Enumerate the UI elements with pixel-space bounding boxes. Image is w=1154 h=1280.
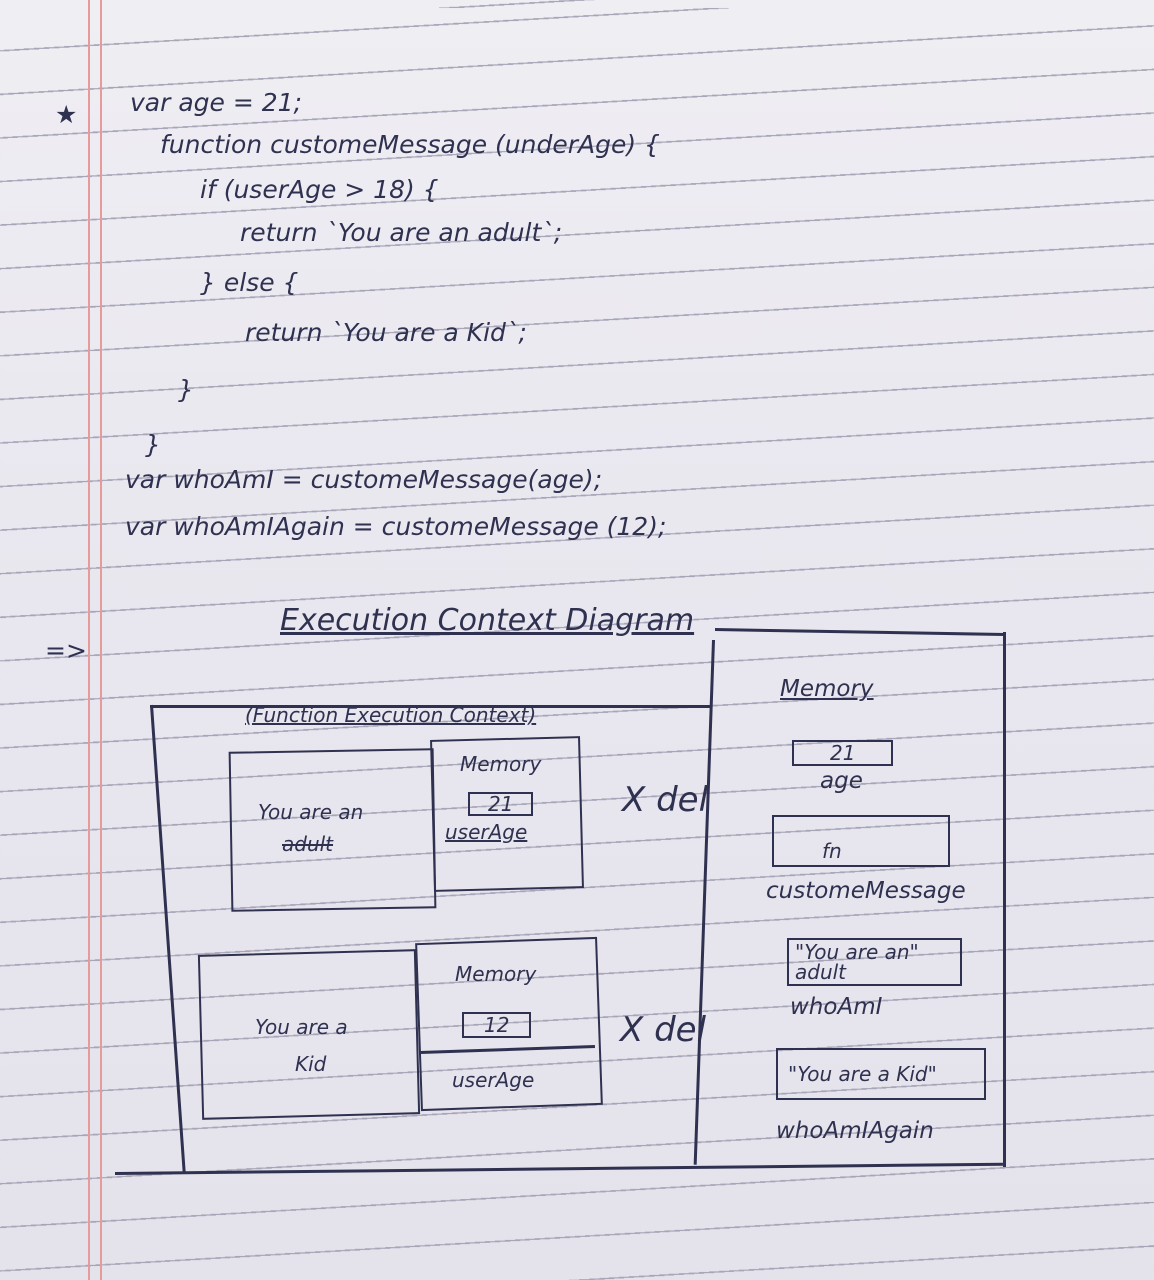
memory-value-age: 21 (792, 740, 894, 766)
fec1-var-name: userAge (445, 820, 528, 844)
code-line-2: function customeMessage (underAge) { (160, 130, 660, 159)
fec2-result-line2: Kid (295, 1052, 327, 1076)
frame-right (1003, 632, 1006, 1167)
global-memory-label: Memory (780, 676, 874, 702)
fec1-result-struck: adult (282, 832, 334, 856)
fec1-memory-label: Memory (460, 752, 542, 776)
frame-bottom (114, 1162, 1003, 1175)
arrow-marker: => (45, 636, 87, 665)
fec1-value-box: 21 (468, 792, 534, 816)
bullet-star: ★ (55, 100, 78, 129)
margin-line-right (100, 0, 102, 1280)
memory-value-whoami: "You are an" adult (787, 938, 962, 986)
fec2-deleted-mark: X del (620, 1010, 707, 1050)
code-line-1: var age = 21; (130, 88, 302, 117)
code-line-7: } (178, 375, 194, 404)
fec2-var-name: userAge (452, 1068, 535, 1092)
fec2-result-line1: You are a (255, 1015, 348, 1039)
fec2-memory-label: Memory (455, 962, 537, 986)
code-line-6: return `You are a Kid`; (245, 318, 527, 347)
fec1-result: You are an (258, 800, 364, 824)
memory-value-fn: fn (772, 815, 950, 867)
fec2-value-box: 12 (462, 1012, 532, 1038)
margin-line-left (88, 0, 90, 1280)
frame-left (150, 704, 186, 1174)
fec1-box (228, 748, 437, 912)
diagram-title: Execution Context Diagram (280, 603, 695, 638)
code-line-3: if (userAge > 18) { (200, 175, 439, 204)
memory-name-whoami: whoAmI (790, 994, 883, 1020)
code-line-8: } (145, 430, 161, 459)
code-line-5: } else { (200, 268, 299, 297)
memory-name-age: age (820, 768, 863, 794)
frame-top-right (714, 628, 1005, 636)
memory-name-fn: customeMessage (766, 878, 966, 904)
code-line-9: var whoAmI = customeMessage(age); (125, 465, 603, 494)
fec-title: (Function Execution Context) (245, 703, 537, 727)
code-line-10: var whoAmIAgain = customeMessage (12); (125, 512, 667, 541)
code-line-4: return `You are an adult`; (240, 218, 563, 247)
memory-value-whoamiagain: "You are a Kid" (776, 1048, 986, 1100)
fec1-deleted-mark: X del (622, 780, 709, 820)
frame-top-left (150, 705, 710, 708)
memory-name-whoamiagain: whoAmIAgain (776, 1118, 934, 1144)
frame-divider (693, 639, 715, 1165)
